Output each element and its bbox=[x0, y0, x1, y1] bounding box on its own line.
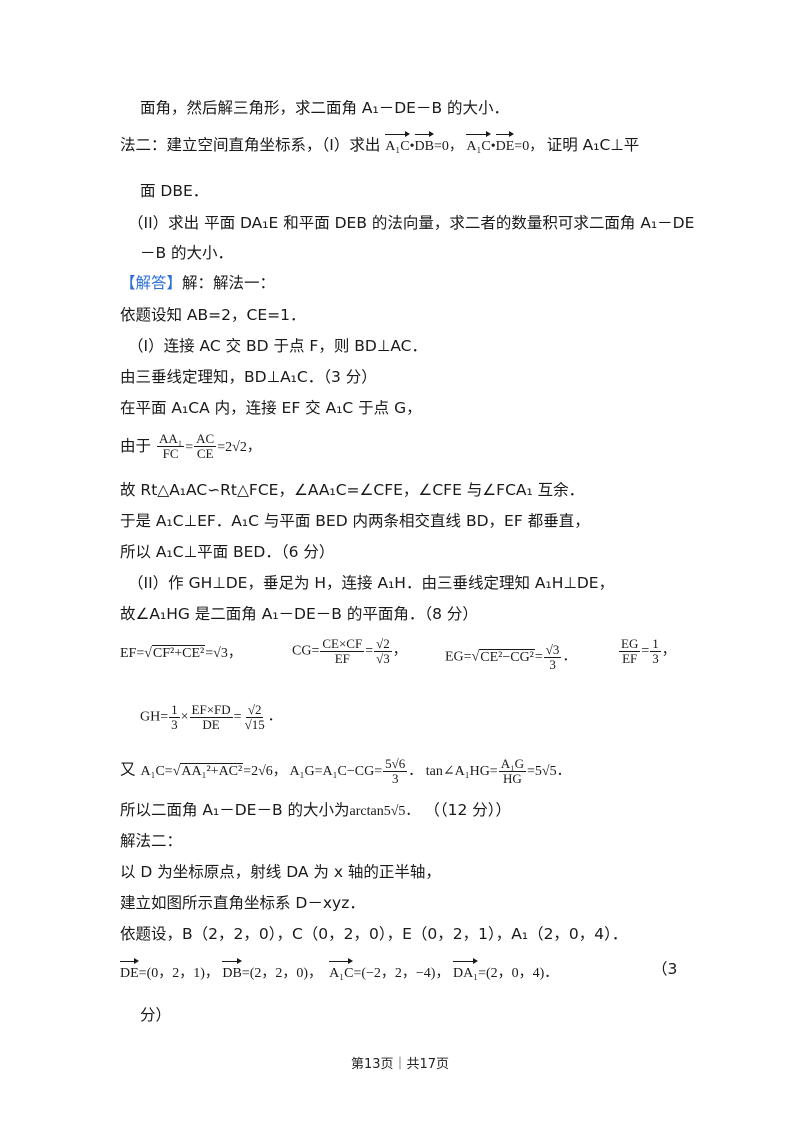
math-expression: A₁C•DB=0， A₁C•DE=0， bbox=[385, 131, 546, 154]
text-line: （3 bbox=[652, 960, 678, 978]
text-span: （（12 分）） bbox=[424, 801, 512, 819]
text-line: （II）求出 平面 DA₁E 和平面 DEB 的法向量，求二者的数量积可求二面角… bbox=[128, 214, 695, 232]
text-line: 面角，然后解三角形，求二面角 A₁－DE－B 的大小． bbox=[140, 99, 510, 117]
text-line: （I）连接 AC 交 BD 于点 F，则 BD⊥AC． bbox=[128, 337, 427, 355]
text-span: 解：解法一： bbox=[182, 274, 276, 292]
text-line: 由三垂线定理知，BD⊥A₁C．（3 分） bbox=[120, 368, 377, 386]
text-span: 所以二面角 A₁－DE－B 的大小为 bbox=[120, 801, 350, 819]
text-line: 所以 A₁C⊥平面 BED．（6 分） bbox=[120, 543, 335, 561]
text-line: 面 DBE． bbox=[140, 182, 209, 200]
text-line: 故∠A₁HG 是二面角 A₁－DE－B 的平面角．（8 分） bbox=[120, 605, 478, 623]
math-expression: arctan5√5． bbox=[349, 804, 420, 819]
math-line: EF=√CF²+CE²=√3， bbox=[120, 643, 242, 665]
text-line: 所以二面角 A₁－DE－B 的大小为arctan5√5． （（12 分）） bbox=[120, 799, 511, 823]
text-line: 建立如图所示直角坐标系 D－xyz． bbox=[120, 894, 365, 912]
math-line: DE=(0，2，1)， DB=(2，2，0)， A₁C=(−2，2，−4)， D… bbox=[120, 958, 558, 985]
text-line: 分） bbox=[140, 1006, 172, 1024]
text-span: 又 bbox=[120, 760, 136, 779]
text-line: 故 Rt△A₁AC∽Rt△FCE，∠AA₁C=∠CFE，∠CFE 与∠FCA₁ … bbox=[120, 481, 585, 499]
text-line: 【解答】解：解法一： bbox=[120, 272, 275, 294]
text-span: 法二：建立空间直角坐标系，（I）求出 bbox=[120, 136, 381, 154]
text-line: 在平面 A₁CA 内，连接 EF 交 A₁C 于点 G， bbox=[120, 399, 422, 417]
text-line: －B 的大小． bbox=[140, 244, 234, 262]
page-footer: 第13页｜共17页 bbox=[350, 1057, 450, 1072]
text-span: 由于 bbox=[120, 437, 152, 455]
math-expression: EF=√CF²+CE²=√3， bbox=[120, 645, 242, 661]
answer-tag: 【解答】 bbox=[120, 274, 183, 292]
text-line: 依题设知 AB=2，CE=1． bbox=[120, 306, 306, 324]
text-span: 证明 A₁C⊥平 bbox=[546, 136, 640, 154]
text-line: 以 D 为坐标原点，射线 DA 为 x 轴的正半轴， bbox=[120, 863, 441, 881]
text-line: 解法二： bbox=[120, 832, 183, 850]
text-line: 于是 A₁C⊥EF．A₁C 与平面 BED 内两条相交直线 BD，EF 都垂直， bbox=[120, 512, 590, 530]
text-line: 依题设，B（2，2，0），C（0，2，0），E（0，2，1），A₁（2，0，4）… bbox=[120, 925, 628, 943]
text-line: 法二：建立空间直角坐标系，（I）求出 A₁C•DB=0， A₁C•DE=0， 证… bbox=[120, 131, 640, 158]
text-line: （II）作 GH⊥DE，垂足为 H，连接 A₁H．由三垂线定理知 A₁H⊥DE， bbox=[128, 574, 615, 592]
